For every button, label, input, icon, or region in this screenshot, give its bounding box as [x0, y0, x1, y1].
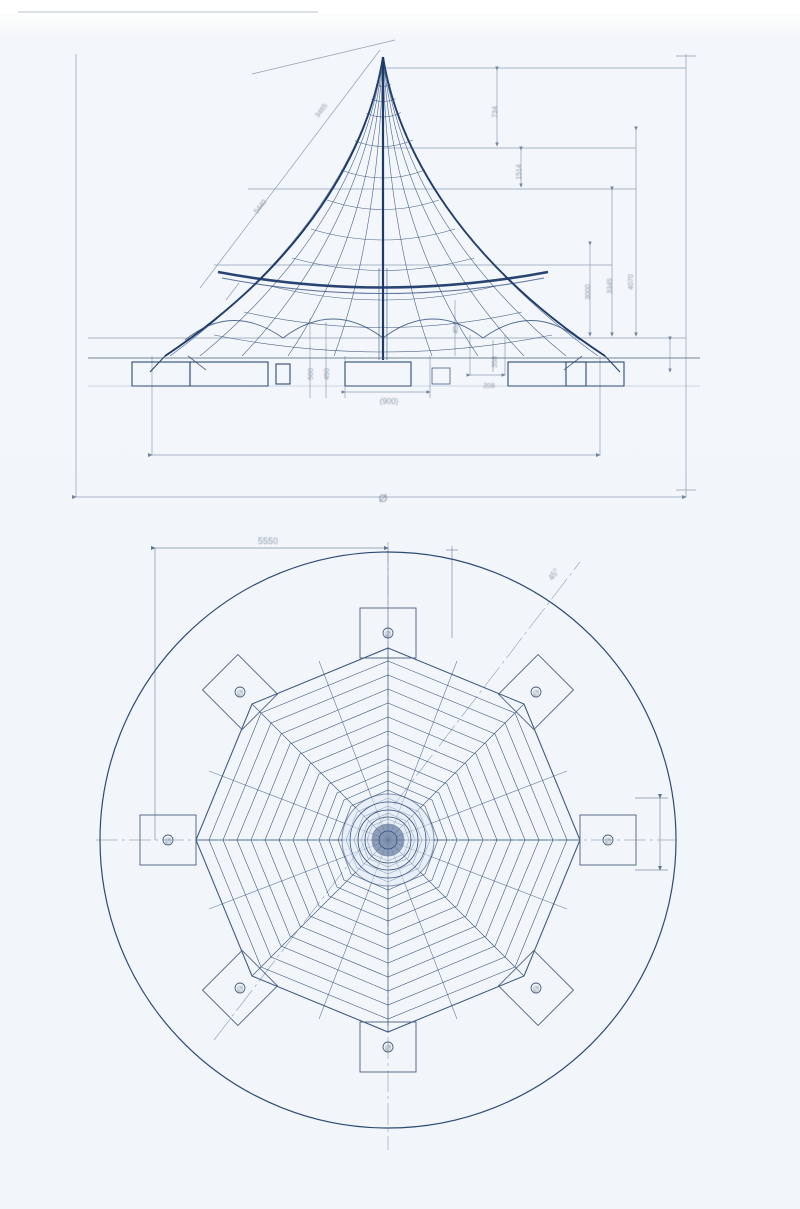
- elevation-view: Ø 734 1514 3000 3345 4070 3465 5440 500 …: [71, 39, 700, 505]
- dim-base-208: 208: [483, 383, 495, 390]
- pad-w: [139, 814, 197, 866]
- dim-base-450: 450: [324, 368, 331, 380]
- pad-se: [497, 949, 575, 1027]
- elevation-dimension-text: Ø 734 1514 3000 3345 4070 3465 5440 500 …: [253, 103, 635, 505]
- dim-slant-5440: 5440: [253, 199, 268, 216]
- pad-sw: [201, 949, 279, 1027]
- elevation-diameter-label: Ø: [379, 493, 388, 505]
- elevation-dimension-frame: [71, 39, 696, 500]
- dim-base-404: 404: [453, 322, 460, 334]
- pad-nw: [201, 653, 279, 731]
- plan-rings: [195, 647, 581, 1033]
- pad-e-label: Ø: [605, 837, 611, 846]
- pad-sw-label: Ø: [237, 985, 243, 994]
- sheet-top-margin: [0, 0, 800, 14]
- plan-angle-label: 45°: [547, 567, 561, 582]
- dim-height-1514: 1514: [516, 164, 523, 180]
- pad-s-label: Ø: [385, 1044, 391, 1053]
- pad-e: [579, 814, 637, 866]
- dim-height-3345: 3345: [607, 278, 614, 294]
- plan-anchor-pads: [139, 607, 637, 1073]
- dim-height-3000: 3000: [585, 284, 592, 300]
- pad-nw-label: Ø: [237, 689, 243, 698]
- plan-radials: [196, 648, 580, 1032]
- pad-ne-label: Ø: [533, 689, 539, 698]
- elevation-foundations: [88, 355, 700, 387]
- pad-n-label: Ø: [385, 630, 391, 639]
- elevation-cone: [164, 56, 606, 360]
- plan-hub: [341, 793, 435, 887]
- dim-height-4070: 4070: [628, 274, 635, 290]
- plan-outer-circle: [99, 551, 677, 1129]
- pad-se-label: Ø: [533, 985, 539, 994]
- plan-cable-net: [195, 647, 581, 1033]
- dim-slant-3465: 3465: [314, 103, 329, 120]
- pad-w-label: Ø: [165, 837, 171, 846]
- pad-s: [359, 1021, 417, 1073]
- pad-n: [359, 607, 417, 659]
- pad-ne: [497, 653, 575, 731]
- plan-view: 5550 45° Ø Ø Ø Ø Ø Ø Ø Ø: [96, 536, 677, 1150]
- plan-sub-radials: [208, 660, 568, 1020]
- plan-top-dim-label: 5550: [258, 536, 278, 546]
- dim-base-358: 358: [492, 356, 499, 368]
- dim-base-note: (900): [380, 397, 399, 406]
- dim-height-734: 734: [492, 106, 499, 118]
- dim-base-500: 500: [308, 368, 315, 380]
